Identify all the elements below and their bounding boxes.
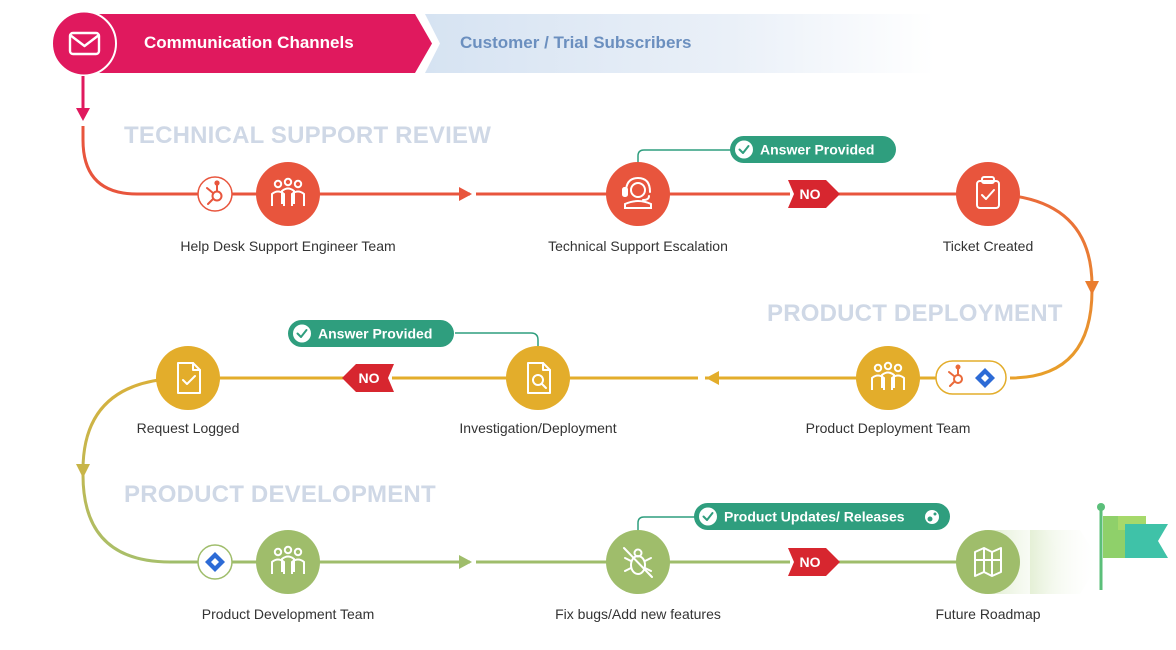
arrow-right-1 <box>459 187 472 201</box>
jira-icon <box>975 368 995 388</box>
header-primary-bg <box>84 14 432 73</box>
clipboard-check-icon <box>976 176 1000 209</box>
team-icon <box>271 177 305 206</box>
check-icon <box>296 329 308 338</box>
label-fix: Fix bugs/Add new features <box>555 606 721 622</box>
decision-no-3: NO <box>788 548 840 576</box>
arrow-down-3 <box>76 464 90 478</box>
header-banner <box>51 10 935 77</box>
label-dev-team: Product Development Team <box>201 606 375 622</box>
badge-updates: Product Updates/ Releases <box>694 503 950 530</box>
section-deployment: PRODUCT DEPLOYMENT <box>767 300 1063 327</box>
document-search-icon <box>527 362 551 394</box>
decision-no-1: NO <box>788 180 840 208</box>
label-request: Request Logged <box>136 420 240 436</box>
arrow-right-2 <box>459 555 472 569</box>
bug-off-icon <box>623 547 653 578</box>
path-curve-left <box>81 376 188 564</box>
hubspot-icon <box>948 364 963 387</box>
jira-bubble-dev <box>197 544 233 580</box>
arrow-down-1 <box>76 108 90 121</box>
header-circle <box>51 10 117 77</box>
badge-updates-label: Product Updates/ Releases <box>724 509 905 525</box>
team-icon <box>271 545 305 574</box>
node-request <box>156 346 220 410</box>
badge-connector-3 <box>637 516 700 530</box>
release-icon <box>925 510 939 524</box>
decision-no-1-label: NO <box>800 186 821 202</box>
label-ticket: Ticket Created <box>942 238 1034 254</box>
badge-answer-2-label: Answer Provided <box>318 326 432 342</box>
hubspot-icon <box>206 180 223 205</box>
label-deploy-team: Product Deployment Team <box>805 420 971 436</box>
decision-no-2: NO <box>342 364 394 392</box>
node-escalation <box>606 162 670 226</box>
tools-bubble-deployment <box>935 360 1007 395</box>
roadmap-trail-2 <box>1030 530 1100 594</box>
path-row1-a <box>81 126 470 196</box>
headset-icon <box>622 176 652 209</box>
label-roadmap: Future Roadmap <box>935 606 1041 622</box>
header-primary-title: Communication Channels <box>144 33 354 52</box>
hubspot-bubble-1 <box>197 176 233 212</box>
node-dev-team <box>256 530 320 594</box>
node-ticket <box>956 162 1020 226</box>
check-icon <box>702 512 714 521</box>
check-icon <box>738 145 750 154</box>
label-help-desk: Help Desk Support Engineer Team <box>180 238 396 254</box>
header-secondary-bg <box>425 14 935 73</box>
badge-connector-2 <box>455 332 539 347</box>
node-help-desk <box>256 162 320 226</box>
node-deploy-team <box>856 346 920 410</box>
badge-connector-1 <box>637 149 735 165</box>
document-check-icon <box>177 362 201 394</box>
badge-answer-1: Answer Provided <box>730 136 896 163</box>
label-investigation: Investigation/Deployment <box>459 420 617 436</box>
node-roadmap <box>956 530 1020 594</box>
badge-answer-1-label: Answer Provided <box>760 142 874 158</box>
section-development: PRODUCT DEVELOPMENT <box>124 481 436 508</box>
flag-icon <box>1097 503 1168 590</box>
jira-icon <box>205 552 225 572</box>
arrow-down-2 <box>1085 281 1099 295</box>
badge-answer-2: Answer Provided <box>288 320 454 347</box>
label-escalation: Technical Support Escalation <box>548 238 728 254</box>
arrow-left-1 <box>706 371 719 385</box>
node-investigation <box>506 346 570 410</box>
section-technical: TECHNICAL SUPPORT REVIEW <box>124 122 492 149</box>
mail-icon <box>68 31 101 56</box>
node-fix <box>606 530 670 594</box>
map-icon <box>974 547 1002 577</box>
decision-no-2-label: NO <box>359 370 380 386</box>
decision-no-3-label: NO <box>800 554 821 570</box>
header-secondary-title: Customer / Trial Subscribers <box>460 33 692 52</box>
team-icon <box>871 361 905 390</box>
